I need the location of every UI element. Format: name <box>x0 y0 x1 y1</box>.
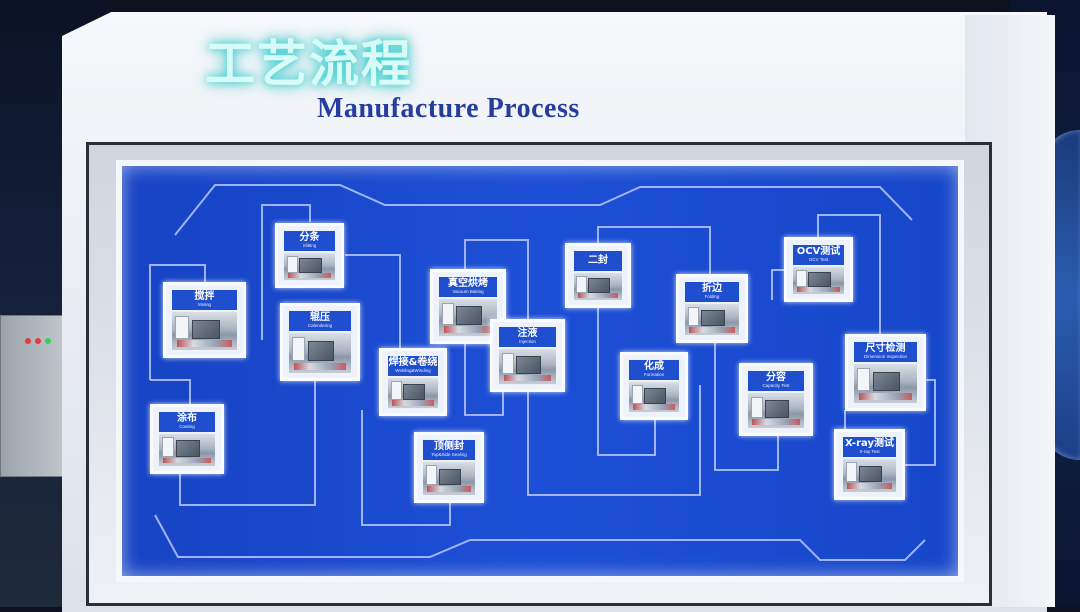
step-label-en: Slitting <box>302 243 317 249</box>
step-photo <box>289 333 351 373</box>
step-label-cn: 尺寸检测 <box>865 343 906 355</box>
step-label-en: Calendering <box>307 323 333 329</box>
title-chinese: 工艺流程 <box>205 35 413 93</box>
step-label-en: X-ray Test <box>859 449 880 455</box>
indicator-lamp-green <box>45 338 51 344</box>
step-label-en: Coating <box>179 424 195 430</box>
step-label-cn: 辊压 <box>310 312 330 324</box>
step-label-en: Top&Side Sealing <box>431 452 467 458</box>
step-photo <box>843 459 896 492</box>
step-photo <box>172 312 237 350</box>
step-label-en: Mixing <box>197 302 211 308</box>
step-label-en: Vacuum Baking <box>452 289 484 295</box>
step-photo <box>685 304 739 335</box>
step-label-en: Dimension Inspection <box>863 354 908 360</box>
indicator-lamp-red <box>35 338 41 344</box>
title-english: Manufacture Process <box>317 93 580 124</box>
step-label-cn: 二封 <box>588 254 608 266</box>
step-label-cn: 化成 <box>644 361 664 373</box>
step-photo <box>423 462 475 495</box>
step-label-en: Formation <box>643 372 665 378</box>
step-label-en: Injection <box>519 339 536 345</box>
step-photo <box>854 364 917 403</box>
indicator-lamp-red <box>25 338 31 344</box>
step-label-en: Capacity Test <box>762 383 790 389</box>
step-label-cn: 焊接&卷绕 <box>388 357 438 369</box>
step-label-cn: OCV测试 <box>796 246 841 258</box>
step-label-en: Folding <box>704 294 720 300</box>
step-photo <box>793 267 844 294</box>
step-photo <box>388 378 438 408</box>
step-photo <box>574 273 622 300</box>
process-step-second-sealing: 二封 <box>565 243 631 308</box>
step-label-cn: 真空烘烤 <box>448 278 488 290</box>
step-label-cn: X-ray测试 <box>845 438 894 450</box>
step-label-en: Welding&Winding <box>395 368 431 374</box>
step-photo <box>499 349 556 384</box>
step-photo <box>284 253 335 280</box>
step-label-cn: 涂布 <box>177 413 197 425</box>
step-label-cn: 搅拌 <box>194 291 215 303</box>
step-label-cn: 分条 <box>299 232 320 244</box>
step-label-cn: 折边 <box>702 283 722 295</box>
step-photo <box>159 434 215 466</box>
step-photo <box>748 393 804 428</box>
step-label-cn: 注液 <box>517 328 538 340</box>
step-photo <box>629 382 679 412</box>
step-label: 二封 <box>574 251 622 271</box>
step-photo <box>439 299 497 336</box>
step-label-cn: 分容 <box>766 372 786 384</box>
step-label-cn: 顶侧封 <box>434 441 464 453</box>
step-label-en: OCV Test <box>808 257 829 263</box>
